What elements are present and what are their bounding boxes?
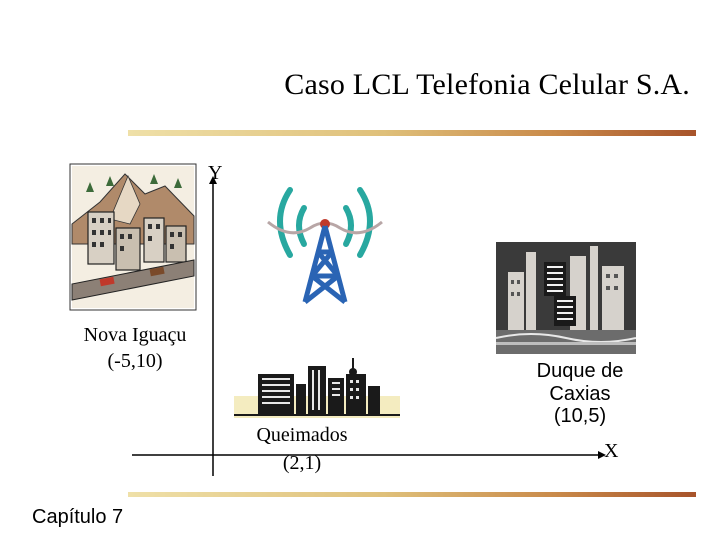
city-coords-nova-iguacu: (-5,10) bbox=[107, 350, 163, 372]
footer-divider bbox=[128, 492, 696, 497]
city-name-duque-de-caxias-line1: Duque de bbox=[536, 360, 624, 382]
x-axis-label: X bbox=[604, 440, 619, 462]
chapter-footer: Capítulo 7 bbox=[32, 506, 124, 528]
y-axis-label: Y bbox=[208, 162, 223, 184]
slide-title: Caso LCL Telefonia Celular S.A. bbox=[284, 68, 690, 101]
radio-tower-icon bbox=[267, 187, 383, 304]
city-coords-queimados: (2,1) bbox=[282, 452, 322, 474]
downtown-buildings-icon bbox=[495, 242, 637, 354]
city-name-nova-iguacu: Nova Iguaçu bbox=[83, 324, 187, 346]
town-buildings-icon bbox=[69, 163, 197, 311]
city-skyline-icon bbox=[234, 358, 400, 418]
city-coords-duque-de-caxias: (10,5) bbox=[553, 405, 607, 427]
title-divider bbox=[128, 130, 696, 136]
city-name-duque-de-caxias-line2: Caxias bbox=[549, 383, 611, 405]
city-name-queimados: Queimados bbox=[256, 424, 348, 446]
